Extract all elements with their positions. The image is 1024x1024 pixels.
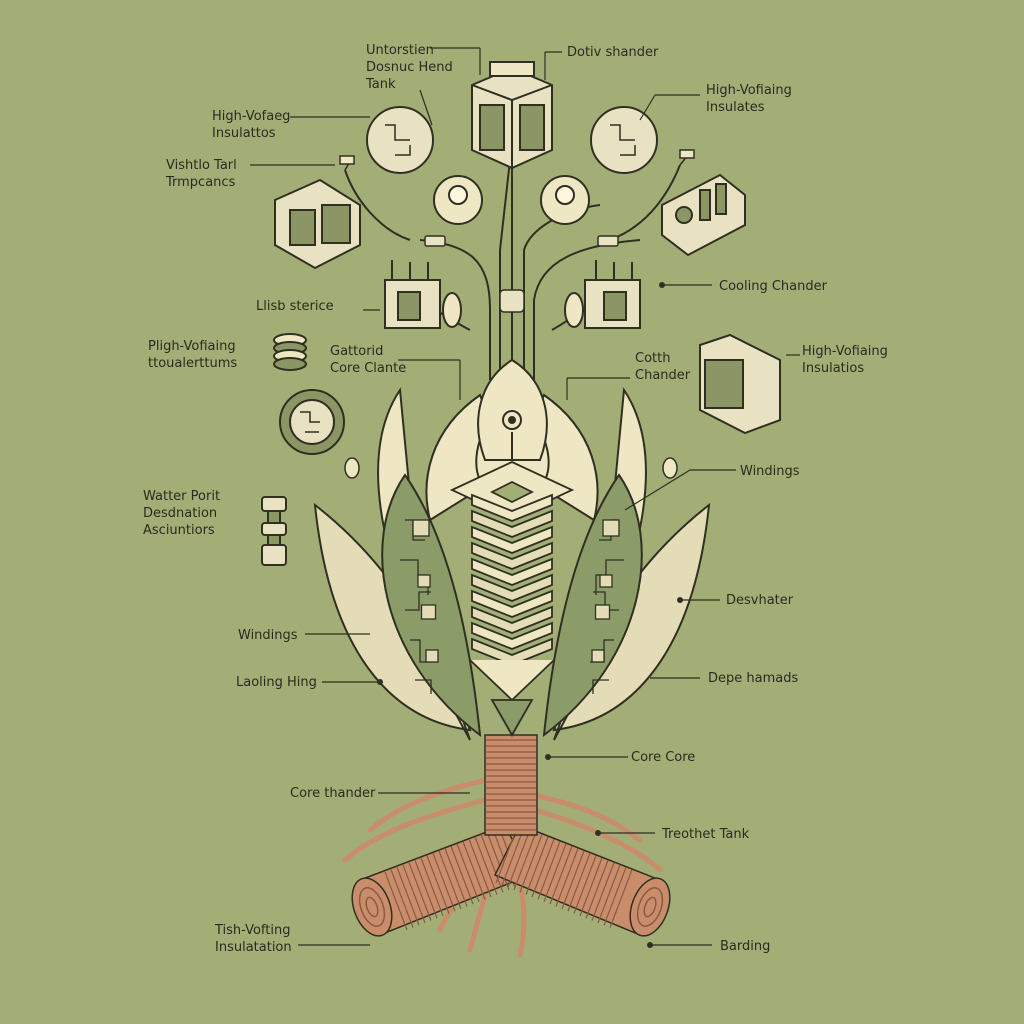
label-laoling: Laoling Hing [236, 675, 317, 690]
label-upper-left: Vishtlo Tarl Trmpcancs [166, 158, 237, 190]
label-top-center-left: Untorstien Dosnuc Hend Tank [366, 43, 453, 92]
stem-coil [484, 734, 538, 836]
round-insulators [366, 106, 658, 225]
gear-component [279, 389, 345, 455]
label-gator-core: Gattorid Core Clante [330, 344, 407, 376]
label-windings-left: Windings [238, 628, 298, 643]
label-mid-left-1: Llisb sterice [256, 299, 334, 314]
wire-connector-right [597, 235, 619, 247]
label-windings-right: Windings [740, 464, 800, 479]
right-bushing-unit [564, 260, 641, 329]
label-left-rings: Pligh-Vofiaing ttoualerttums [148, 339, 238, 371]
label-treothet: Treothet Tank [662, 827, 750, 842]
left-junction-box [274, 178, 361, 270]
label-desvhater: Desvhater [726, 593, 794, 608]
label-core-thander: Core thander [290, 786, 376, 801]
top-bud [477, 358, 548, 461]
stem-clamp [499, 289, 525, 313]
label-depe: Depe hamads [708, 671, 799, 686]
label-top-left: High-Vofaeg Insulattos [212, 109, 291, 141]
ring-stack [273, 333, 307, 371]
right-connector-block [661, 173, 746, 257]
label-right-box: High-Vofiaing Insulatios [802, 344, 888, 376]
label-top-center-right: Dotiv shander [567, 45, 659, 60]
core-stack [449, 461, 575, 737]
left-bushing-unit [384, 260, 462, 329]
wire-connector-left [424, 235, 446, 247]
leader-dots [377, 282, 683, 948]
label-cooling-right: Cooling Chander [719, 279, 827, 294]
inner-petals [381, 473, 643, 738]
right-coil [493, 824, 671, 937]
cylinder-insulator [261, 496, 287, 566]
label-core-core: Core Core [631, 750, 696, 765]
label-tish: Tish-Vofting Insulatation [215, 923, 292, 955]
top-transformer [471, 61, 553, 170]
label-water-port: Watter Porit Desdnation Asciuntiors [143, 489, 221, 538]
left-coil [351, 824, 532, 937]
label-cotth: Cotth Chander [635, 351, 691, 383]
label-top-right: High-Vofiaing Insulates [706, 83, 792, 115]
right-insulation-box [699, 333, 781, 435]
label-barding: Barding [720, 939, 771, 954]
side-pins [339, 149, 695, 479]
leader-lines [250, 47, 800, 946]
